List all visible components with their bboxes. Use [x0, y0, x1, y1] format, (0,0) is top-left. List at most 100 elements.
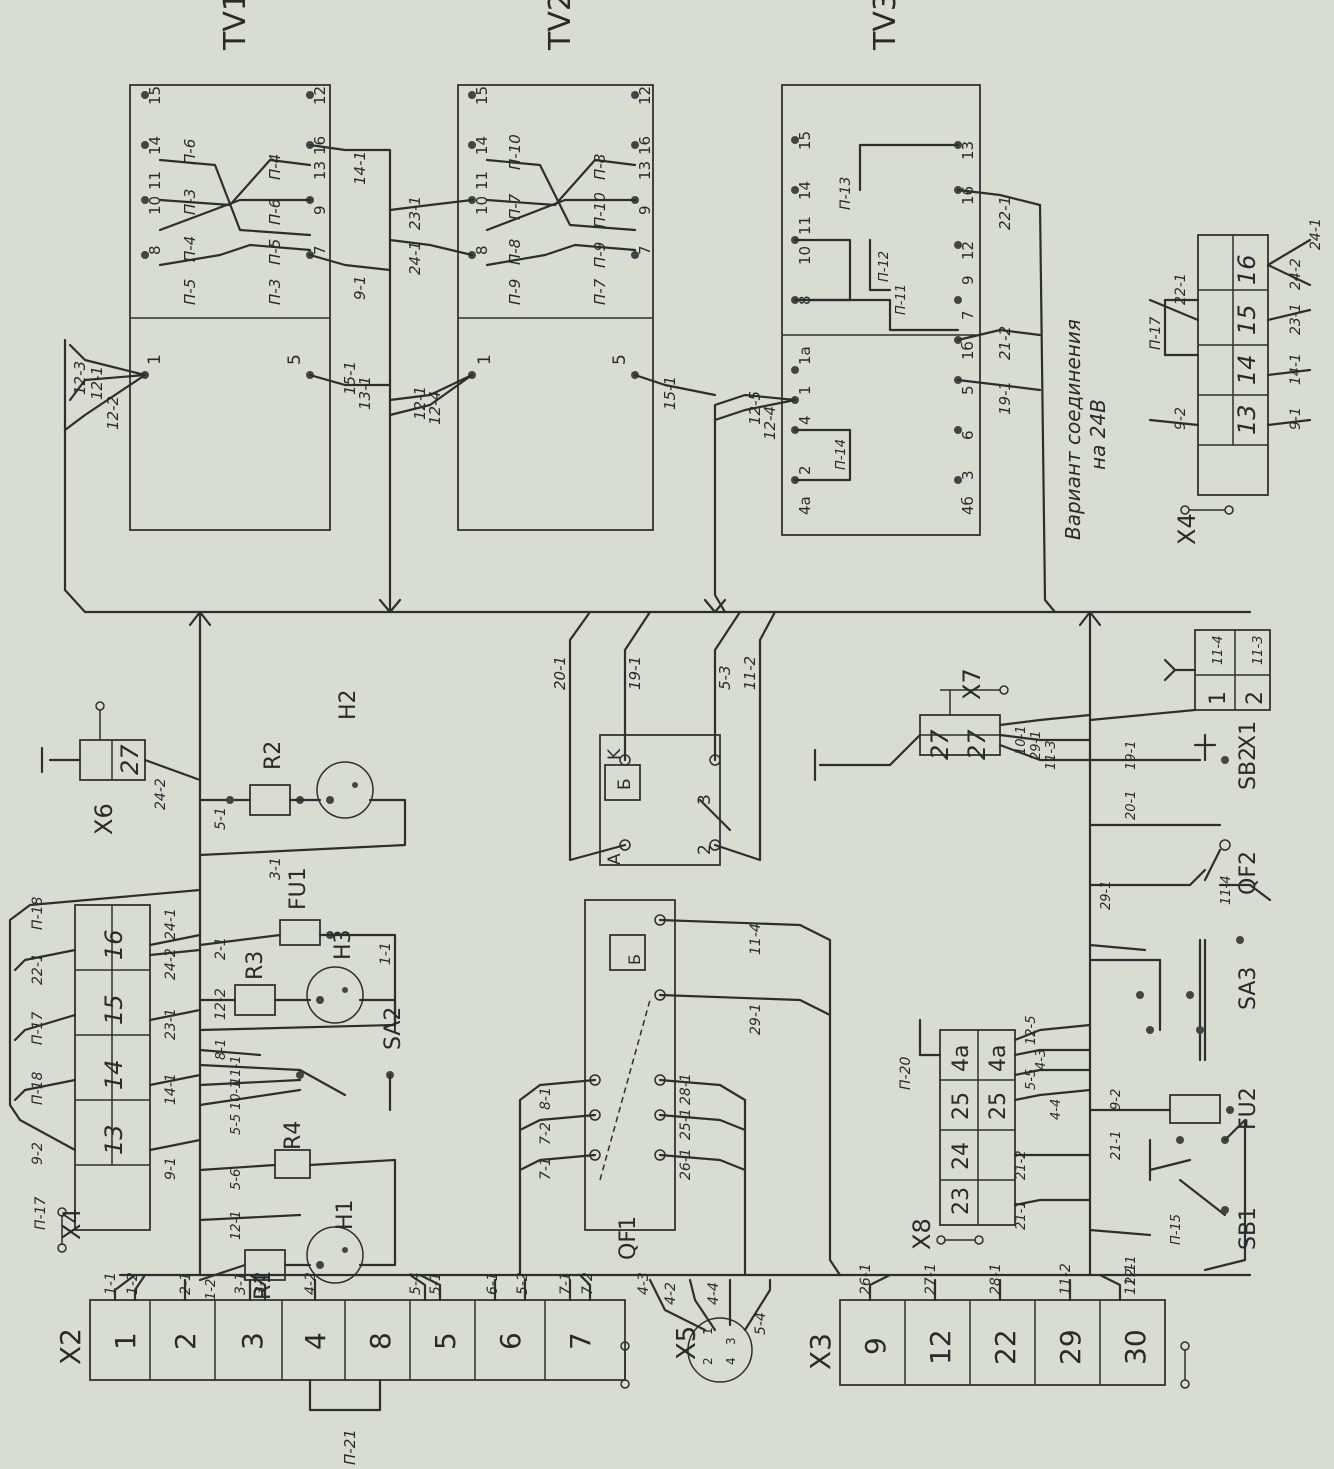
switch-sa3-group: SA3	[1088, 936, 1261, 1062]
tv3-wire-19-1: 19-1	[996, 381, 1014, 415]
tv3-term-16: 16	[959, 186, 977, 205]
x5-pin-1: 1	[701, 1327, 715, 1335]
tv3-wire-12-4: 12-4	[761, 406, 779, 440]
qf2-label: QF2	[1236, 851, 1261, 895]
tv3-term-13: 13	[959, 141, 977, 160]
tv2-term-15: 15	[473, 86, 491, 105]
x1-cell-1: 1	[1206, 691, 1231, 705]
tv3-term-15: 15	[796, 131, 814, 150]
tv1-term-15: 15	[146, 86, 164, 105]
x4v-wire-9-1: 9-1	[1288, 407, 1304, 430]
terminal-block-x2: X2 1 2 3 4 8 5 6 7 П-21 1-1 1-2 2-1 3-1 …	[54, 1272, 630, 1465]
x2-wire-6-1: 6-1	[485, 1272, 501, 1295]
qf1-wire-6-1: 25-1	[678, 1108, 694, 1140]
x2-cell-8: 8	[364, 1332, 397, 1350]
x3-cell-30: 30	[1119, 1329, 1152, 1365]
resistor-r1-group: R1 1-2 H1	[198, 1199, 397, 1300]
x4-wire-24-1: 24-1	[163, 908, 179, 940]
tv3-term-10: 10	[796, 246, 814, 265]
x4-cell-13: 13	[100, 1124, 128, 1155]
x2-wire-5-1: 5-1	[428, 1272, 444, 1295]
tv2-term-14: 14	[473, 136, 491, 155]
tv2-term-13: 13	[636, 161, 654, 180]
tv2-jumper-8: П-7	[591, 278, 609, 305]
x2-wire-3-2: 3-2	[253, 1272, 269, 1295]
terminal-block-x3: X3 9 12 22 29 30 26-1 27-1 28-1 11-2 11-…	[804, 1263, 1190, 1389]
tv1-wire-12-1: 12-1	[88, 366, 106, 400]
x8-wire-12-5: 12-5	[1024, 1015, 1039, 1045]
x2-wire-5-2: 5-2	[515, 1272, 531, 1295]
x8-wire-4-3: 4-3	[1034, 1049, 1049, 1070]
tv3-term-7: 7	[959, 310, 977, 320]
tv2-wire-23-1: 23-1	[406, 196, 424, 230]
x8-cell-4a: 4а	[949, 1045, 974, 1072]
tv2-term-11: 11	[473, 171, 491, 190]
r2-label: R2	[261, 741, 286, 770]
x7-label: X7	[958, 668, 986, 700]
x5-pin-2: 2	[701, 1357, 715, 1365]
x4-wire-p18-a: П-18	[30, 1072, 46, 1105]
tv1-term-11: 11	[146, 171, 164, 190]
fuse-fu1-group: FU1 2-1	[198, 867, 397, 1027]
tv1-jumper-8: П-3	[266, 279, 284, 305]
tv1-wire-13-1: 13-1	[356, 376, 374, 410]
tv2-term-10: 10	[473, 196, 491, 215]
relay-pin-2: 2	[695, 844, 715, 855]
tv2-jumper-2: П-7	[506, 193, 524, 220]
relay-wire-11-1: 19-1	[626, 656, 644, 690]
wire-5-3: 10-1	[229, 1080, 244, 1110]
x8-jumper-p20: П-20	[898, 1057, 914, 1090]
x2-wire-3-1: 3-1	[233, 1272, 249, 1295]
x5-wire-4-3: 4-3	[636, 1272, 652, 1295]
x2-cell-1: 1	[109, 1332, 142, 1350]
x5-wire-5-4: 5-4	[753, 1312, 769, 1335]
switch-sb1-group: SB1 22-1 П-15	[1088, 1118, 1261, 1285]
resistor-r3-group: R3 12-2 H3 1-1	[198, 929, 397, 1032]
sb1-label: SB1	[1236, 1207, 1261, 1250]
x4-wire-24-2: 24-2	[163, 948, 179, 980]
relay-pin-k: K	[605, 748, 625, 760]
x8-cell-4a-top: 4а	[986, 1045, 1011, 1072]
x4v-cell-14: 14	[1233, 354, 1261, 385]
tv2-term-8: 8	[473, 245, 491, 255]
x2-wire-7-1: 7-1	[558, 1272, 574, 1295]
x4v-wire-22-1: 22-1	[1173, 273, 1189, 305]
tv1-wire-9-1: 9-1	[351, 276, 369, 301]
tv1-wire-12-2: 12-2	[104, 396, 122, 430]
main-bus	[63, 338, 1252, 1277]
x4-wire-p17-b: П-17	[30, 1012, 46, 1045]
x4v-cell-16: 16	[1233, 254, 1261, 285]
x6-label: X6	[90, 803, 118, 835]
tv3-term-3: 3	[959, 470, 977, 480]
x8-wire-21-1: 21-1	[1014, 1200, 1029, 1230]
x2-cell-2: 2	[169, 1332, 202, 1350]
tv2-term-1: 1	[475, 354, 495, 365]
x5-pin-4: 4	[724, 1357, 738, 1365]
tv3-term-14: 14	[796, 181, 814, 200]
x8-cell-25: 25	[949, 1092, 974, 1120]
tv1-wire-12-3: 12-3	[71, 361, 89, 395]
r3-label: R3	[243, 951, 268, 980]
x4-wire-23-1: 23-1	[163, 1008, 179, 1040]
x4v-wire-14-1: 14-1	[1288, 353, 1304, 385]
tv2-term-12: 12	[636, 86, 654, 105]
tv3-wire-12-5: 12-5	[746, 391, 764, 425]
wire-5-6: 3-1	[268, 857, 284, 880]
x8-cell-23: 23	[949, 1187, 974, 1215]
x4-cell-15: 15	[100, 994, 128, 1025]
tv3-terminals	[791, 136, 962, 484]
x4-wire-22-1: 22-1	[30, 953, 46, 985]
tv2-jumper-3: П-8	[506, 239, 524, 265]
tv3-term-2: 2	[796, 465, 814, 475]
switch-sa2-group: SA2 8-1 11-1 10-1 5-5	[198, 1007, 406, 1135]
sa2-label: SA2	[381, 1007, 406, 1050]
tv3-term-1b: 1б	[959, 341, 977, 360]
tv1-term-1: 1	[145, 354, 165, 365]
tv3-term-4a: 4а	[796, 496, 814, 515]
sa3-label: SA3	[1236, 967, 1261, 1010]
tv2-jumper-1: П-10	[506, 134, 524, 170]
x5-label: X5	[672, 1326, 702, 1360]
wire-16-1: 1-1	[378, 942, 394, 965]
tv1-term-13: 13	[311, 161, 329, 180]
x4v-cell-15: 15	[1233, 304, 1261, 335]
